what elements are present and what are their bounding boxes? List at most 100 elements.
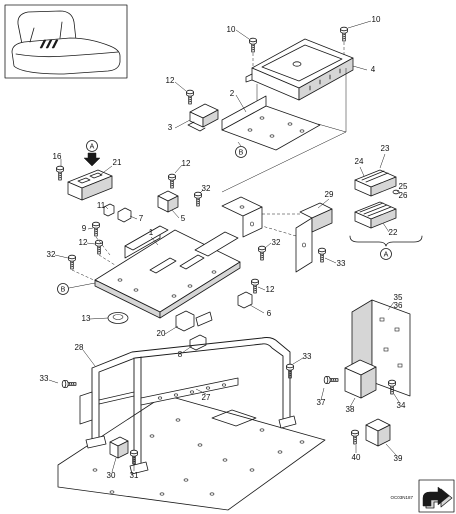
bracket-29-side bbox=[311, 208, 333, 233]
marker-label: B bbox=[239, 150, 244, 157]
hole bbox=[239, 205, 245, 209]
relay-side bbox=[202, 109, 219, 128]
seat-contour bbox=[15, 21, 119, 58]
connector-housing-22 bbox=[354, 201, 397, 229]
screw-10-left bbox=[249, 37, 257, 53]
cover-side bbox=[370, 176, 397, 197]
callout-10-left: 10 bbox=[227, 25, 236, 34]
screw-32-right bbox=[258, 245, 266, 261]
hole bbox=[259, 428, 265, 432]
callout-12-lower: 12 bbox=[266, 285, 275, 294]
callout-12-relay: 12 bbox=[166, 76, 175, 85]
upper-bracket bbox=[221, 196, 263, 238]
callout-33-frame-left: 33 bbox=[40, 374, 49, 383]
hole bbox=[109, 490, 115, 494]
floor-plate-outline bbox=[57, 394, 326, 511]
controller-connector bbox=[292, 61, 302, 67]
clip-8 bbox=[189, 334, 207, 351]
box-30-side bbox=[117, 440, 129, 459]
callout-7: 7 bbox=[139, 214, 144, 223]
screw-37 bbox=[323, 376, 339, 384]
hole bbox=[287, 122, 293, 126]
hole bbox=[159, 492, 165, 496]
screw-12-lower bbox=[251, 278, 259, 294]
connector-block bbox=[67, 169, 113, 201]
screw-12-mid bbox=[168, 173, 176, 189]
callouts: 10 10 4 12 2 3 16 21 12 23 24 25 26 32 5… bbox=[40, 15, 408, 480]
controller-panel bbox=[261, 44, 343, 82]
screw-9 bbox=[92, 221, 100, 237]
marker-label: A bbox=[90, 144, 95, 151]
side-bracket-plate bbox=[371, 299, 411, 397]
hole bbox=[173, 393, 179, 397]
inset-highlight bbox=[39, 39, 59, 49]
hole bbox=[205, 386, 211, 390]
reference-marker-b-top: B bbox=[235, 146, 247, 158]
screw-32-left bbox=[68, 254, 76, 270]
bracket-29-guides bbox=[261, 213, 300, 237]
callout-16: 16 bbox=[53, 152, 62, 161]
callout-9: 9 bbox=[82, 224, 87, 233]
box-30 bbox=[109, 436, 129, 459]
screw-10-guides bbox=[252, 42, 345, 66]
hole bbox=[259, 116, 265, 120]
hole bbox=[189, 390, 195, 394]
marker-label: A bbox=[384, 252, 389, 259]
callout-40: 40 bbox=[352, 453, 361, 462]
callout-20: 20 bbox=[157, 329, 166, 338]
callout-4: 4 bbox=[371, 65, 376, 74]
hole bbox=[299, 440, 305, 444]
screw-10-right bbox=[340, 26, 348, 42]
hole bbox=[397, 363, 403, 368]
base-plate-edge-right bbox=[159, 261, 241, 319]
connector-cover bbox=[354, 169, 397, 197]
callout-8: 8 bbox=[178, 350, 183, 359]
hole bbox=[221, 383, 227, 387]
cover-grooves bbox=[361, 170, 389, 183]
controller-ribs bbox=[245, 68, 341, 91]
hole bbox=[302, 242, 306, 248]
callout-32-right: 32 bbox=[272, 238, 281, 247]
callout-25: 25 bbox=[399, 182, 408, 191]
screw-12-left bbox=[95, 239, 103, 255]
housing-side bbox=[370, 208, 397, 229]
callout-39: 39 bbox=[394, 454, 403, 463]
hole bbox=[269, 134, 275, 138]
floor-plate bbox=[57, 394, 326, 511]
clip-11 bbox=[103, 203, 115, 217]
module-side bbox=[167, 195, 179, 213]
hole bbox=[250, 221, 254, 227]
callout-3: 3 bbox=[168, 123, 173, 132]
frame-side-bracket bbox=[79, 391, 93, 425]
block-7 bbox=[117, 207, 132, 223]
callout-24: 24 bbox=[355, 157, 364, 166]
relay-39-side bbox=[377, 424, 391, 447]
callout-38: 38 bbox=[346, 405, 355, 414]
screw-40 bbox=[351, 429, 359, 445]
frame-foot bbox=[278, 415, 297, 429]
callout-28: 28 bbox=[75, 343, 84, 352]
callout-32-left: 32 bbox=[47, 250, 56, 259]
hole bbox=[133, 288, 139, 292]
screw-16 bbox=[56, 165, 64, 181]
hole bbox=[171, 294, 177, 298]
reference-marker-a-right: A bbox=[380, 248, 392, 260]
hole bbox=[247, 128, 253, 132]
hole bbox=[211, 270, 217, 274]
relay-38-side bbox=[360, 366, 377, 399]
callout-22: 22 bbox=[389, 228, 398, 237]
grommet-inner bbox=[112, 314, 124, 320]
hole bbox=[299, 129, 305, 133]
mounting-plate-flange bbox=[221, 95, 267, 131]
clip-20 bbox=[175, 310, 195, 332]
hole bbox=[197, 443, 203, 447]
hole bbox=[92, 468, 98, 472]
curved-arrow-icon bbox=[422, 486, 450, 507]
hole bbox=[277, 450, 283, 454]
hole bbox=[209, 492, 215, 496]
callout-26: 26 bbox=[399, 191, 408, 200]
leader-lines bbox=[48, 20, 400, 473]
marker-label: B bbox=[61, 287, 66, 294]
bracket-29 bbox=[295, 202, 333, 273]
callout-29: 29 bbox=[325, 190, 334, 199]
